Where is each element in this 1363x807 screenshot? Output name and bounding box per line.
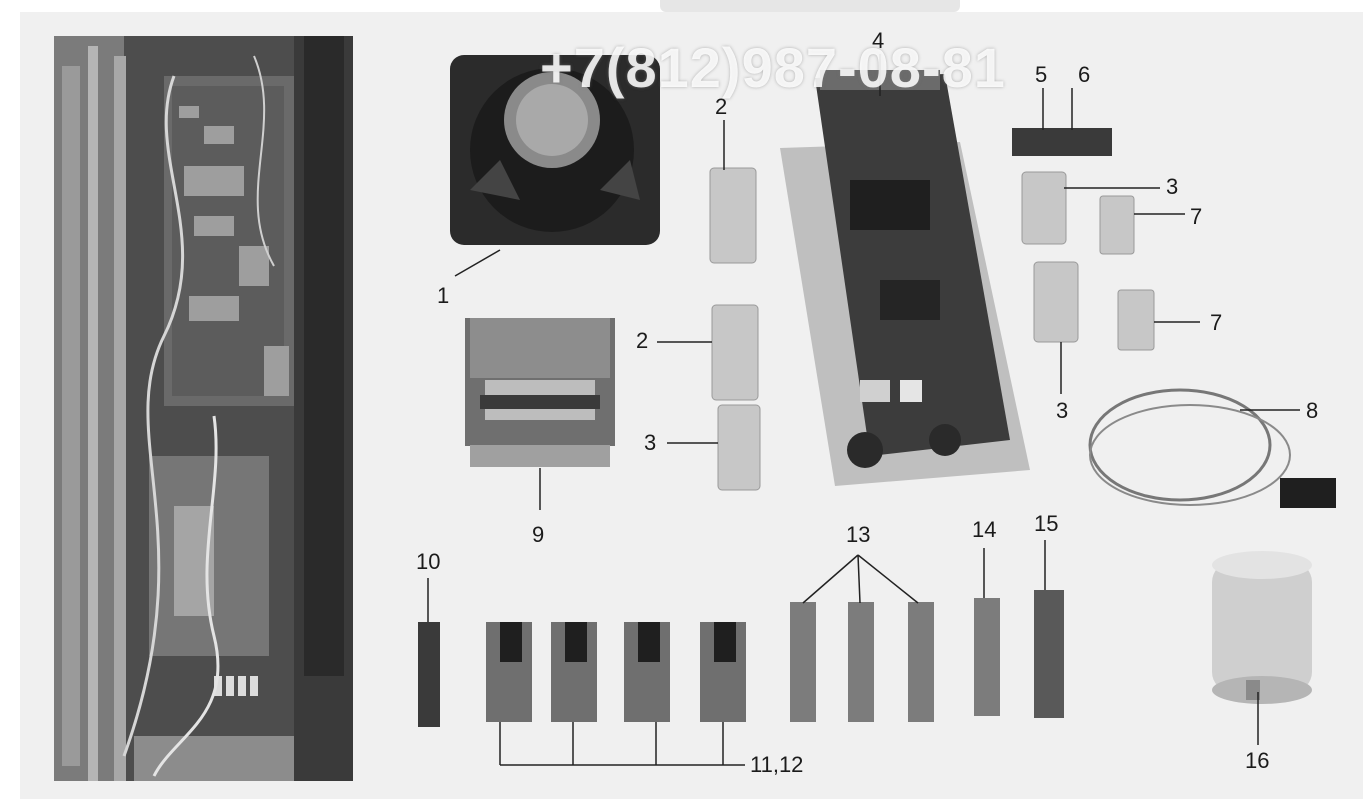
terminal-connectors bbox=[709, 167, 1155, 491]
sensor-cable-icon bbox=[1088, 388, 1336, 508]
relays bbox=[790, 590, 1064, 722]
encoder-icon bbox=[1212, 551, 1312, 704]
connector-3-left bbox=[717, 404, 761, 491]
callout-7-top: 7 bbox=[1190, 204, 1203, 229]
cabinet-interior-illustration bbox=[54, 36, 353, 781]
connector-7-bottom bbox=[1117, 289, 1155, 351]
watermark-phone: +7(812)987-08-81 bbox=[540, 36, 1006, 99]
leader-lines bbox=[427, 54, 1300, 766]
callout-8: 8 bbox=[1306, 398, 1319, 423]
callout-3-left: 3 bbox=[644, 430, 657, 455]
callout-11-12: 11,12 bbox=[750, 752, 804, 777]
connector-3-top bbox=[1021, 171, 1067, 245]
callout-4: 4 bbox=[872, 28, 885, 53]
connector-2-top bbox=[709, 167, 757, 264]
connector-3-mid bbox=[1033, 261, 1079, 343]
cabinet-interior-photo bbox=[54, 36, 353, 781]
connector-2-bottom bbox=[711, 304, 759, 401]
fuse-icon bbox=[418, 622, 440, 727]
callout-14: 14 bbox=[972, 517, 997, 542]
callout-15: 15 bbox=[1034, 511, 1059, 536]
fan-icon bbox=[450, 55, 660, 245]
callout-2-bottom: 2 bbox=[636, 328, 649, 353]
callout-1: 1 bbox=[437, 283, 450, 308]
connector-7-top bbox=[1099, 195, 1135, 255]
callout-16: 16 bbox=[1245, 748, 1270, 773]
contactors bbox=[486, 622, 746, 722]
callout-3-top: 3 bbox=[1166, 174, 1179, 199]
transformer-icon bbox=[465, 318, 615, 467]
callout-2-top: 2 bbox=[715, 94, 728, 119]
callout-7-bottom: 7 bbox=[1210, 310, 1223, 335]
callout-5: 5 bbox=[1035, 62, 1048, 87]
callout-9: 9 bbox=[532, 522, 545, 547]
control-board-icon bbox=[780, 70, 1030, 486]
callout-13: 13 bbox=[846, 522, 871, 547]
callout-6: 6 bbox=[1078, 62, 1091, 87]
watermark-banner bbox=[660, 0, 960, 12]
callout-3-mid: 3 bbox=[1056, 398, 1069, 423]
connector-strip-icon bbox=[1012, 128, 1112, 156]
callout-10: 10 bbox=[416, 549, 441, 574]
